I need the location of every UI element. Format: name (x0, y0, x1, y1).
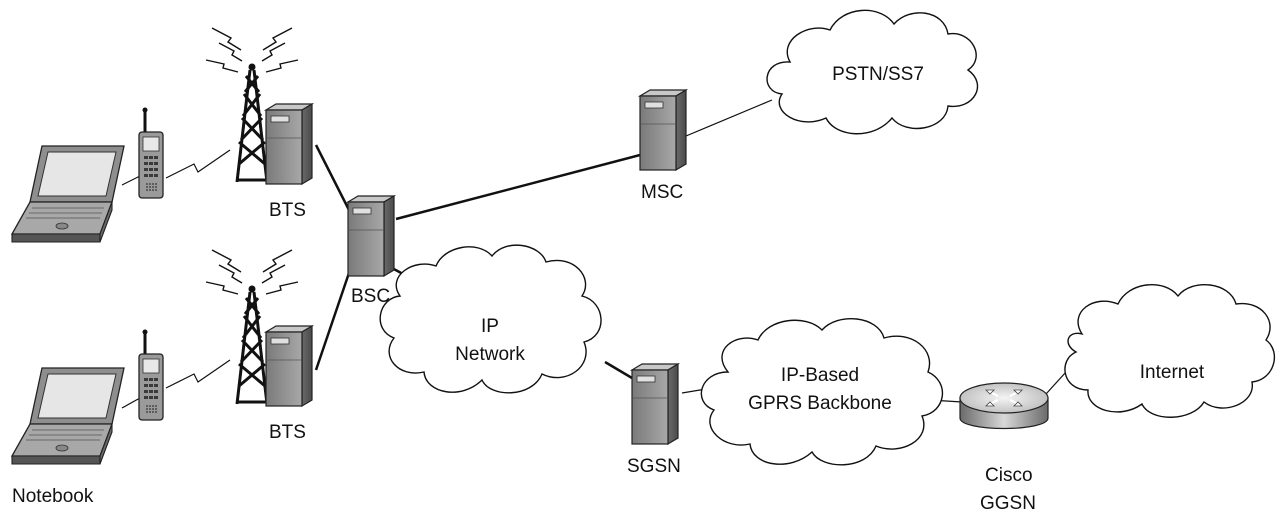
cloud-pstn-ss7: PSTN/SS7 (766, 9, 979, 135)
cloud-ip-network-label-1: IP (481, 316, 499, 337)
cloud-ip-network-label-2: Network (455, 344, 525, 365)
cloud-gprs-backbone: IP-Based GPRS Backbone (700, 318, 944, 466)
cell-phone-icon (137, 328, 165, 422)
link-bts-top-bsc (314, 144, 352, 213)
link-ggsn-internet (1045, 371, 1067, 395)
wireless-link-top (165, 149, 231, 179)
bsc-server-icon (347, 195, 395, 277)
bts-bottom-label: BTS (269, 422, 306, 443)
links (121, 99, 1067, 409)
bsc-label: BSC (351, 286, 390, 307)
sgsn-server-icon (631, 363, 679, 445)
msc-server-icon (639, 89, 687, 171)
link-notebook-phone-bottom (121, 397, 141, 409)
msc-label: MSC (641, 182, 683, 203)
laptop-icon (11, 367, 125, 465)
ggsn-label-line2: GGSN (980, 493, 1036, 514)
link-notebook-phone-top (121, 175, 141, 186)
bts-server-bottom-icon (265, 325, 313, 407)
laptop-icon (11, 145, 125, 243)
cloud-ip-network: IP Network (379, 244, 602, 394)
cell-phone-icon (137, 106, 165, 200)
bts-top-label: BTS (269, 200, 306, 221)
cloud-pstn-ss7-label: PSTN/SS7 (832, 64, 924, 85)
wireless-link-bottom (165, 359, 231, 389)
sgsn-label: SGSN (627, 456, 681, 477)
link-ip-network-sgsn (604, 360, 633, 380)
cloud-gprs-backbone-label-2: GPRS Backbone (748, 393, 892, 414)
cloud-internet-label: Internet (1140, 362, 1205, 383)
link-msc-pstn (685, 99, 773, 137)
cloud-gprs-backbone-label-1: IP-Based (781, 365, 859, 386)
link-bsc-msc (395, 153, 641, 221)
router-icon (959, 382, 1049, 430)
notebook-label: Notebook (12, 486, 94, 507)
cloud-internet: Internet (1064, 284, 1276, 418)
bts-server-top-icon (265, 103, 313, 185)
ggsn-label-line1: Cisco (985, 465, 1033, 486)
link-bts-bottom-bsc (314, 269, 352, 371)
